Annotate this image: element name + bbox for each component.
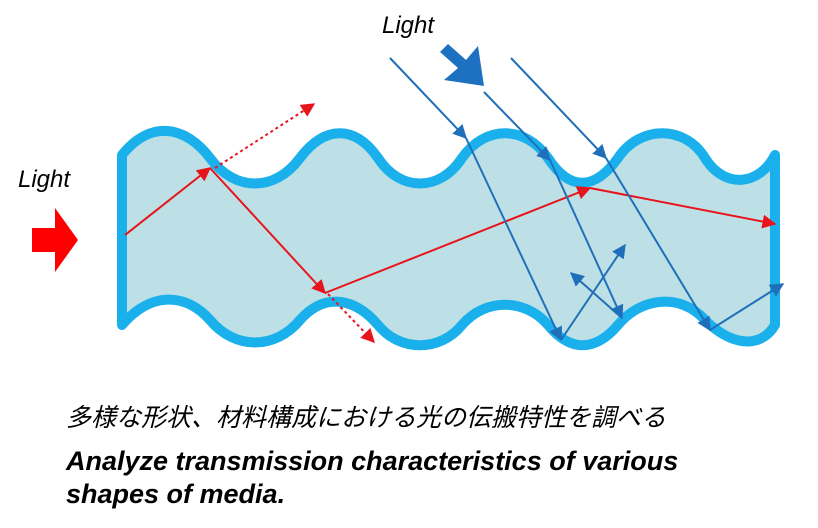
caption-english-line-2: shapes of media. <box>66 479 286 509</box>
left-light-arrow <box>32 208 78 272</box>
wavy-medium <box>117 126 780 351</box>
escaping-rays <box>214 103 375 344</box>
scattered-rays <box>389 57 785 342</box>
light-label-top: Light <box>382 12 435 39</box>
reflected-ray <box>124 167 777 295</box>
caption-english-line-1: Analyze transmission characteristics of … <box>66 446 679 476</box>
top-light-arrow <box>440 44 484 86</box>
caption-japanese: 多様な形状、材料構成における光の伝搬特性を調べる <box>66 403 667 432</box>
light-label-left: Light <box>18 166 71 193</box>
